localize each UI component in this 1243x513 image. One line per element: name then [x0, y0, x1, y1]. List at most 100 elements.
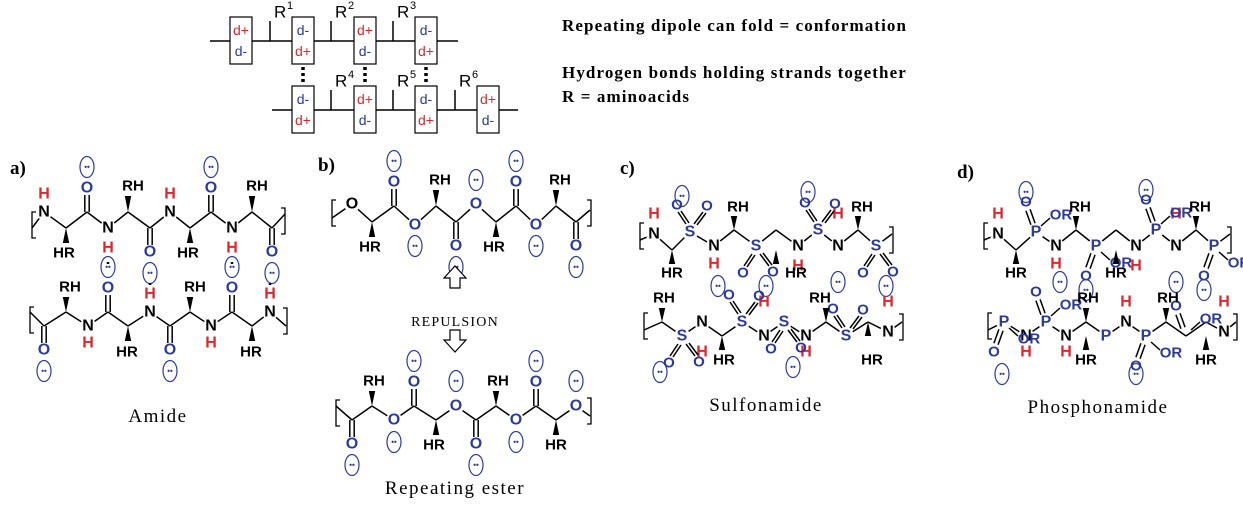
- sulf-top-wedge-0: [730, 216, 738, 230]
- phos-bot-wedge-2: [1082, 336, 1090, 350]
- phos-bot-lone-pair-1-dots: ••: [1173, 278, 1179, 287]
- phos-bot-wedge-3: [1202, 336, 1210, 350]
- sulf-top-lone-pair-0-dots: ••: [679, 192, 685, 201]
- ester-bot-bond-10: [535, 405, 557, 421]
- repulsion-arrow-down: [442, 329, 468, 353]
- amide-bot-carbonyl-2-lone-pair: [36, 359, 52, 383]
- phos-top-po-2-po-double: [1085, 253, 1092, 268]
- header-line-3: R = aminoacids: [562, 87, 691, 106]
- dipole-box-5: [353, 85, 377, 134]
- phos-top-po-3-po-double: [1203, 253, 1210, 268]
- sulf-top-so2-2-so-bond-b: [759, 253, 770, 267]
- phos-bot-phosphorus-6: P: [1101, 328, 1112, 345]
- ester-bot-carbonyl-3-lone-pair: [468, 453, 484, 477]
- amide-bot-right-bracket: [283, 307, 288, 335]
- sulf-top-so2-3-so-bond-a2: [866, 254, 876, 268]
- phos-bot-bond-4: [1072, 321, 1087, 333]
- phos-top-phosphorus-6: P: [1091, 238, 1102, 255]
- sulf-top-wedge-1: [854, 216, 862, 230]
- ester-top-bond-10: [541, 205, 557, 221]
- phos-top-wedge-3: [1112, 250, 1120, 264]
- dipole-box-2: [353, 16, 377, 65]
- phos-bot-lone-pair-2-dots: ••: [999, 370, 1005, 379]
- sulf-bot-rh-1: RH: [809, 290, 831, 307]
- amide-bot-nitrogen-3: N: [82, 318, 94, 335]
- sulf-bot-so2-2-so-bond-b2: [688, 342, 699, 356]
- ester-top-wedge-3: [492, 222, 500, 237]
- sulf-bot-so2-3-so-bond-a: [771, 329, 781, 343]
- ester-bot-ether-lone-pair-1-dots: ••: [513, 438, 519, 447]
- sulf-top-bond-3: [696, 235, 708, 243]
- phos-top-bond-4: [1061, 229, 1077, 242]
- phos-bot-lone-pair-2: [994, 362, 1010, 386]
- phos-bot-hr-0: HR: [1075, 352, 1097, 369]
- amide-bot-rh-1: RH: [184, 279, 206, 296]
- amide-bot-nitrogen-6: N: [144, 304, 156, 321]
- ester-bot-wedge-2: [432, 420, 440, 435]
- phos-top-bond-9: [1161, 234, 1171, 242]
- ester-bot-rh-1: RH: [487, 373, 509, 390]
- sulf-bot-bond-11: [867, 321, 882, 330]
- ester-bot-bond-8: [495, 405, 510, 417]
- sulf-top-so2-1-so-bond-b: [821, 209, 832, 223]
- ester-top-rh-1: RH: [549, 172, 571, 189]
- sulf-top-left-bracket: [639, 222, 644, 250]
- amide-top-bond-12: [271, 213, 286, 229]
- sulf-bot-h-3: H: [882, 294, 894, 311]
- phos-top-wedge-1: [1192, 216, 1200, 230]
- phos-top-bond-6: [1101, 229, 1117, 242]
- sulf-bot-so2-0-so-bond-b: [745, 301, 756, 315]
- header-line-1: Repeating dipole can fold = conformation: [562, 16, 908, 35]
- sulf-bot-wedge-2: [718, 336, 726, 350]
- sulf-bot-bond-12: [894, 321, 903, 328]
- ester-top-ether-lone-pair-2-dots: ••: [473, 176, 479, 185]
- phos-bot-h-2: H: [1120, 294, 1132, 311]
- ester-top-wedge-0: [432, 190, 440, 206]
- amide-top-nitrogen-4: N: [102, 220, 114, 237]
- amide-top-bond-3: [86, 211, 103, 224]
- sulf-bot-nitrogen-6: N: [758, 328, 770, 345]
- amide-top-carbonyl-1-oxygen: O: [205, 180, 217, 197]
- sulf-top-hr-0: HR: [661, 265, 683, 282]
- phos-top-bond-0: [983, 236, 991, 241]
- amide-top-left-bracket: [31, 211, 36, 239]
- sulf-top-so2-3-oxygen-a: O: [857, 265, 869, 282]
- caption-amide: Amide: [128, 406, 188, 427]
- sulf-bot-lone-pair-1: [830, 270, 846, 294]
- sulf-top-so2-1-so-bond-a: [805, 209, 815, 223]
- panel-c-tag: c): [620, 158, 635, 179]
- repulsion-label: REPULSION: [411, 315, 499, 330]
- dipole-box-4: [291, 85, 315, 134]
- ester-bot-ether-lone-pair-0-dots: ••: [391, 438, 397, 447]
- ester-bot-carbonyl-0-lone-pair-dots: ••: [411, 357, 417, 366]
- ester-bot-bond-5: [435, 409, 450, 421]
- phos-bot-po-2-por-bond: [1008, 327, 1019, 337]
- sulf-top-lone-pair-2-dots: ••: [763, 282, 769, 291]
- sulf-top-lone-pair-3: [878, 274, 894, 298]
- sulf-bot-so2-0-so-bond-a2: [732, 300, 742, 314]
- sulf-bot-so2-2-so-bond-a: [669, 343, 679, 357]
- sulf-bot-h-0: H: [696, 344, 708, 361]
- sulf-top-bond-7: [775, 229, 792, 242]
- sulf-top-so2-2-so-bond-a2: [746, 254, 756, 268]
- dipole-label-2-upper: d+: [357, 22, 373, 38]
- phos-bot-h-3: H: [1218, 294, 1230, 311]
- bottom-r-label-2: R: [459, 72, 471, 91]
- ester-top-carbonyl-3-lone-pair-dots: ••: [573, 263, 579, 272]
- phos-bot-po-3-oxygen: O: [1130, 358, 1142, 375]
- sulf-top-so2-0-so-bond-a2: [680, 210, 690, 224]
- amide-top-bond-8: [189, 211, 212, 229]
- panel-b-tag: b): [318, 155, 335, 176]
- amide-top-wedge-1: [248, 196, 256, 212]
- phos-top-nitrogen-4: N: [1050, 238, 1062, 255]
- phos-top-bond-7: [1115, 229, 1131, 242]
- ester-top-bond-2: [371, 205, 395, 223]
- amide-top-rh-0: RH: [122, 178, 144, 195]
- sulf-top-bond-5: [733, 229, 750, 242]
- dipole-box-1: [291, 16, 315, 65]
- amide-bot-carbonyl-1-lone-pair: [224, 255, 240, 279]
- ester-top-bond-12: [575, 209, 591, 223]
- dipole-label-0-lower: d-: [235, 43, 248, 59]
- amide-bot-bond-12: [275, 316, 287, 327]
